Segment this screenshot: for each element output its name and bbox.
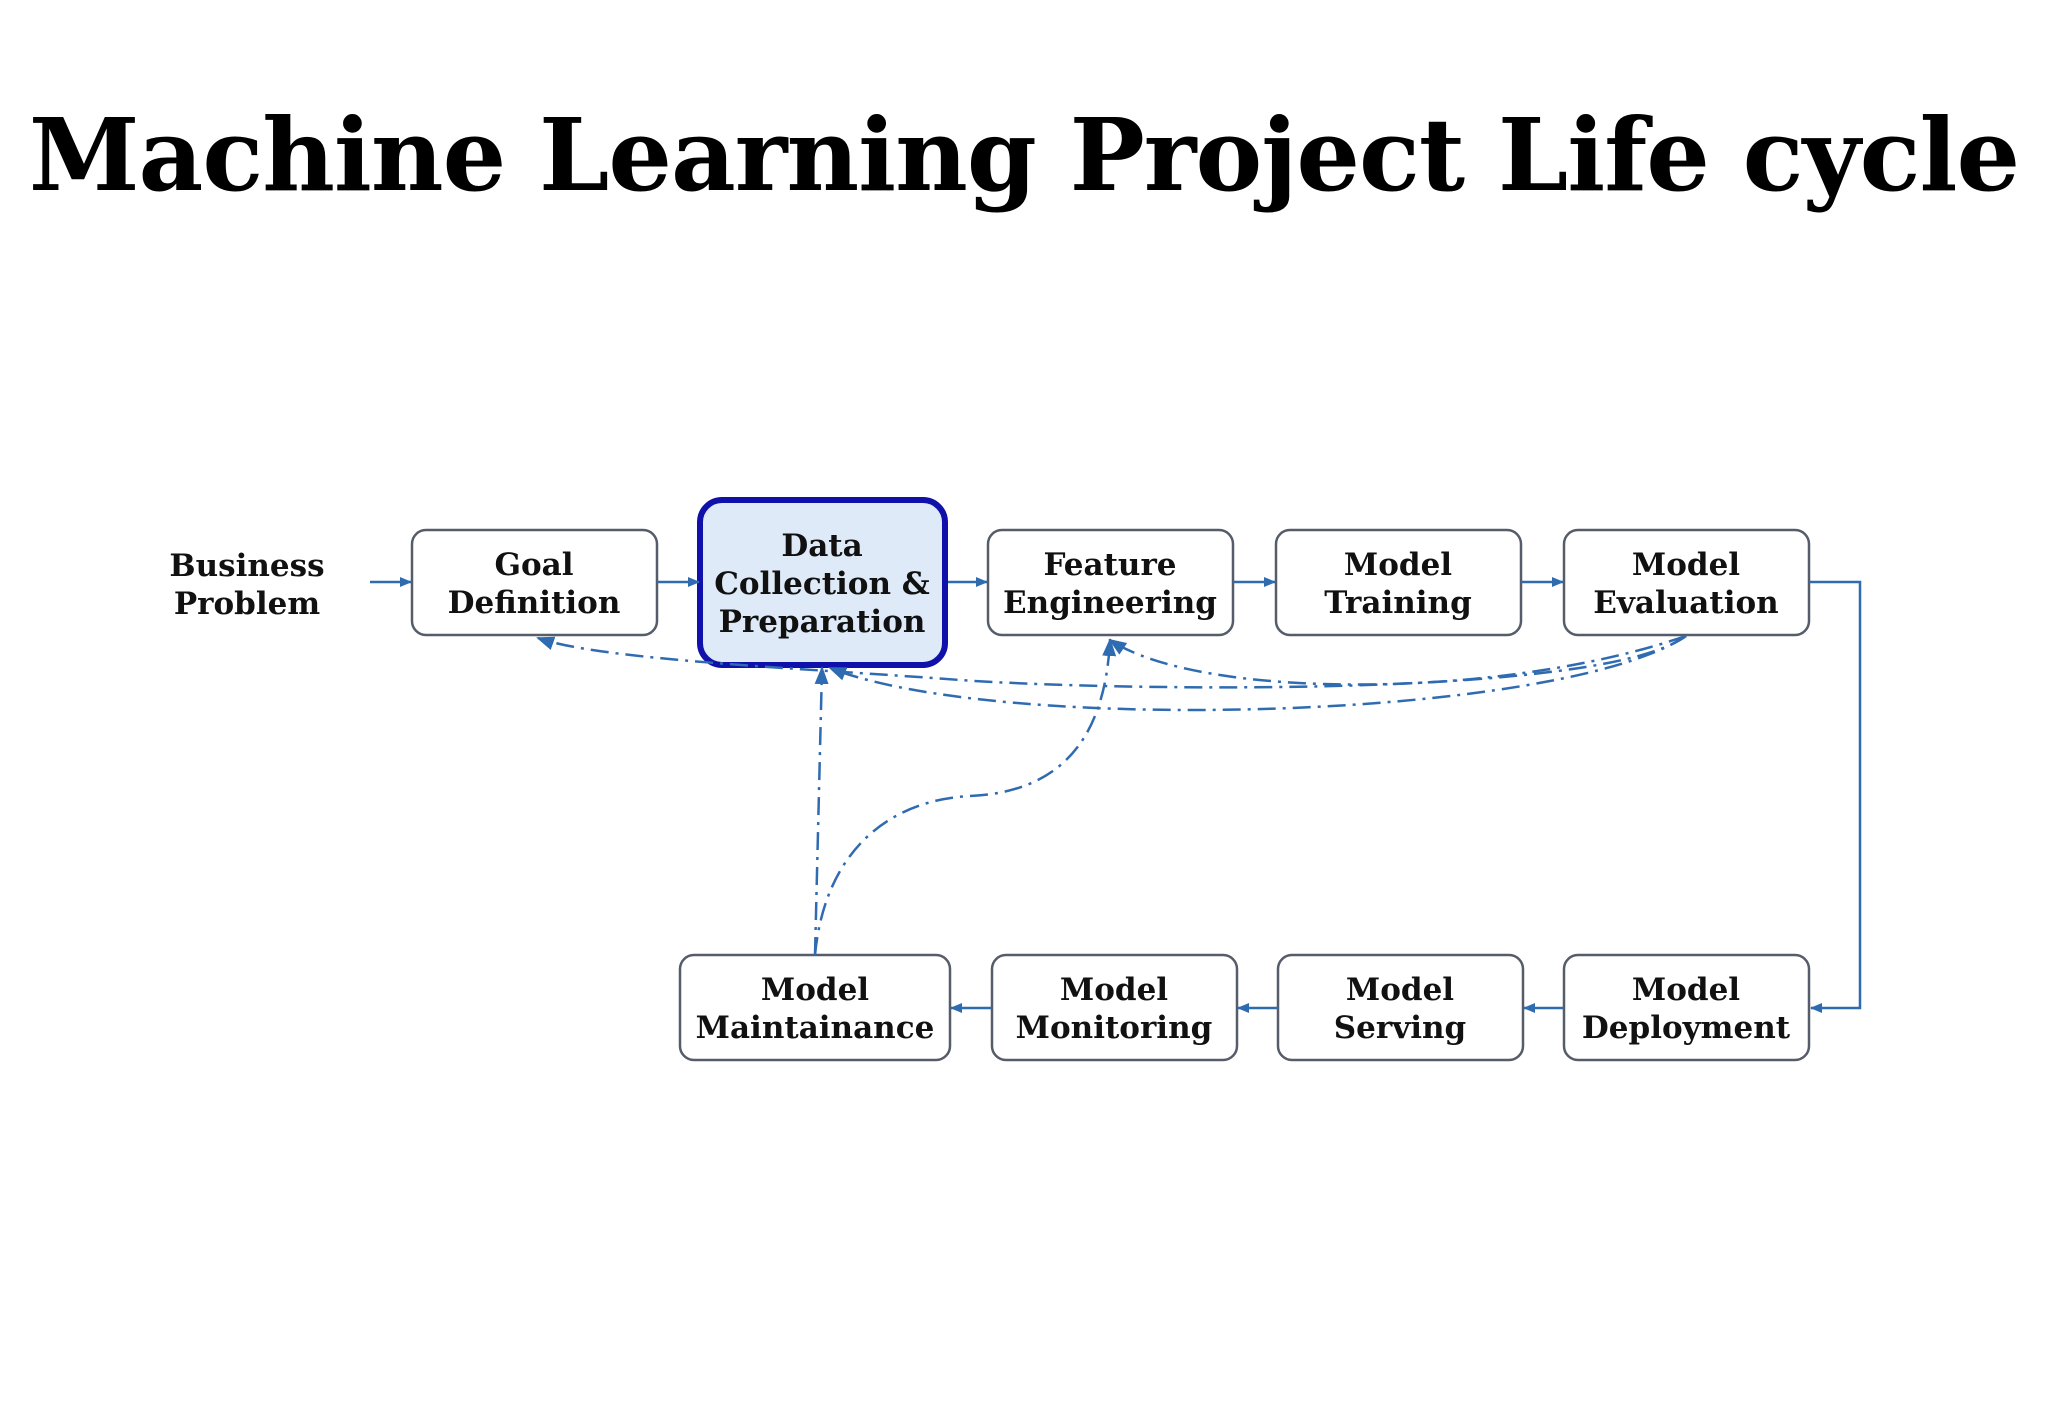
start-label-line2: Problem: [174, 586, 320, 622]
node-training-line2: Training: [1324, 585, 1472, 621]
feedback-evaluation-to-data: [828, 634, 1687, 712]
node-maintainance-line1: Model: [761, 972, 869, 1008]
node-model-training[interactable]: Model Training: [1274, 528, 1523, 637]
node-evaluation-line2: Evaluation: [1593, 585, 1778, 621]
node-goal-line1: Goal: [494, 547, 573, 583]
node-maintainance-line2: Maintainance: [696, 1010, 935, 1046]
node-data-collection-preparation[interactable]: Data Collection & Preparation: [697, 497, 948, 668]
node-goal-line2: Definition: [448, 585, 621, 621]
node-training-line1: Model: [1344, 547, 1452, 583]
feedback-maintainance-to-feature: [813, 638, 1117, 956]
node-feature-line1: Feature: [1043, 547, 1176, 583]
node-monitoring-line2: Monitoring: [1016, 1010, 1213, 1046]
node-feature-engineering[interactable]: Feature Engineering: [986, 528, 1235, 637]
node-deployment-line1: Model: [1632, 972, 1740, 1008]
node-data-line3: Preparation: [719, 604, 926, 640]
node-deployment-line2: Deployment: [1582, 1010, 1791, 1046]
node-serving-line1: Model: [1346, 972, 1454, 1008]
node-feature-line2: Engineering: [1003, 585, 1217, 621]
node-model-maintainance[interactable]: Model Maintainance: [678, 953, 952, 1062]
node-model-evaluation[interactable]: Model Evaluation: [1562, 528, 1811, 637]
node-data-line2: Collection &: [714, 566, 930, 602]
node-model-deployment[interactable]: Model Deployment: [1562, 953, 1811, 1062]
start-label-line1: Business: [169, 548, 324, 584]
node-goal-definition[interactable]: Goal Definition: [410, 528, 659, 637]
node-evaluation-line1: Model: [1632, 547, 1740, 583]
feedback-evaluation-to-feature: [1108, 634, 1687, 686]
node-model-serving[interactable]: Model Serving: [1276, 953, 1525, 1062]
feedback-maintainance-to-data: [813, 666, 829, 956]
page-title: Machine Learning Project Life cycle: [28, 96, 2020, 214]
arrow-evaluation-to-deployment: [1809, 580, 1862, 1013]
start-label-business-problem: Business Problem: [169, 548, 324, 622]
node-monitoring-line1: Model: [1060, 972, 1168, 1008]
node-serving-line2: Serving: [1334, 1010, 1466, 1046]
node-data-line1: Data: [781, 528, 862, 564]
node-model-monitoring[interactable]: Model Monitoring: [990, 953, 1239, 1062]
